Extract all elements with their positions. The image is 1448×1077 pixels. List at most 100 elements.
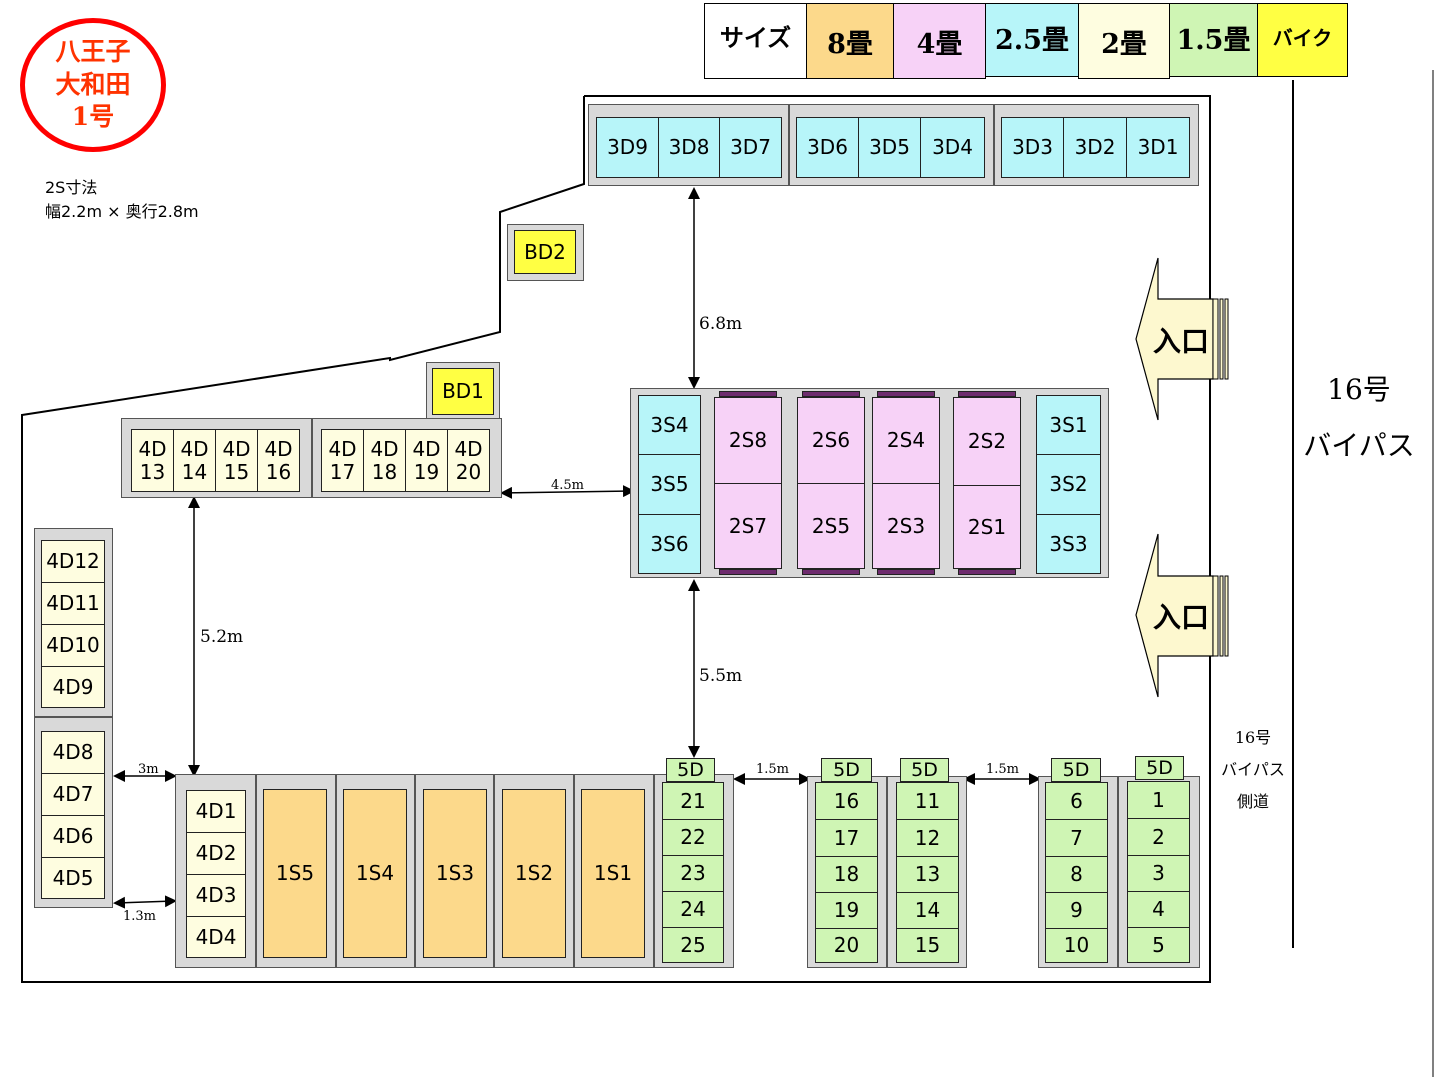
unit-4d3[interactable]: 4D3: [186, 874, 246, 917]
unit-5d15[interactable]: 15: [896, 928, 959, 963]
stamp-line2: 大和田: [55, 69, 131, 99]
unit-5d24[interactable]: 24: [662, 891, 724, 928]
unit-5d12[interactable]: 12: [896, 819, 959, 857]
unit-4d16-l2: 16: [265, 459, 292, 484]
unit-4d9[interactable]: 4D9: [41, 666, 105, 708]
unit-5d1[interactable]: 1: [1127, 781, 1190, 819]
unit-5d23[interactable]: 23: [662, 855, 724, 892]
unit-3s6[interactable]: 3S6: [638, 514, 701, 574]
unit-4d7[interactable]: 4D7: [41, 773, 105, 816]
unit-5d9[interactable]: 9: [1045, 892, 1108, 929]
unit-4d6[interactable]: 4D6: [41, 815, 105, 858]
unit-5d2[interactable]: 2: [1127, 818, 1190, 856]
side-road-line2: バイパス: [1221, 760, 1285, 779]
unit-1s4[interactable]: 1S4: [343, 789, 407, 958]
unit-bar: [877, 391, 935, 397]
unit-4d11[interactable]: 4D11: [41, 582, 105, 625]
unit-4d18-l2: 18: [371, 459, 398, 484]
unit-5d6[interactable]: 6: [1045, 782, 1108, 820]
unit-3d6[interactable]: 3D6: [796, 117, 859, 178]
road-label-line2: バイパス: [1303, 429, 1415, 462]
unit-4d12[interactable]: 4D12: [41, 540, 105, 583]
unit-5d10[interactable]: 10: [1045, 928, 1108, 963]
divider: [311, 418, 313, 498]
side-road-line3: 側道: [1236, 792, 1269, 811]
unit-2s4[interactable]: 2S4: [872, 397, 940, 484]
unit-bar: [719, 569, 777, 575]
block-center: [630, 388, 1109, 578]
unit-3d2[interactable]: 3D2: [1063, 117, 1127, 178]
entrance-label-2: 入口: [1152, 601, 1209, 634]
dim-label-45: 4.5m: [551, 478, 585, 493]
unit-5d11[interactable]: 11: [896, 782, 959, 820]
unit-3s4[interactable]: 3S4: [638, 395, 701, 455]
unit-1s1[interactable]: 1S1: [581, 789, 645, 958]
legend-title: サイズ: [704, 3, 807, 79]
unit-5d20[interactable]: 20: [815, 928, 878, 963]
unit-2s6[interactable]: 2S6: [797, 397, 865, 484]
unit-3s5[interactable]: 3S5: [638, 454, 701, 515]
unit-5d25[interactable]: 25: [662, 927, 724, 963]
unit-4d19-l2: 19: [413, 459, 440, 484]
unit-2s8[interactable]: 2S8: [714, 397, 782, 484]
unit-4d10[interactable]: 4D10: [41, 624, 105, 667]
unit-5d18[interactable]: 18: [815, 856, 878, 893]
unit-3d5[interactable]: 3D5: [858, 117, 921, 178]
dim-label-15b: 1.5m: [986, 762, 1020, 777]
unit-5d8[interactable]: 8: [1045, 856, 1108, 893]
unit-4d8[interactable]: 4D8: [41, 731, 105, 774]
unit-2s7[interactable]: 2S7: [714, 483, 782, 569]
unit-1s2[interactable]: 1S2: [502, 789, 566, 958]
unit-3s1[interactable]: 3S1: [1036, 395, 1101, 455]
unit-4d2[interactable]: 4D2: [186, 832, 246, 875]
unit-3s2[interactable]: 3S2: [1036, 454, 1101, 515]
divider: [653, 774, 655, 968]
unit-5d21[interactable]: 21: [662, 782, 724, 820]
unit-5d19[interactable]: 19: [815, 892, 878, 929]
unit-5d13[interactable]: 13: [896, 856, 959, 893]
divider: [34, 716, 113, 718]
unit-5d5[interactable]: 5: [1127, 927, 1190, 963]
unit-2s5[interactable]: 2S5: [797, 483, 865, 569]
unit-3d3[interactable]: 3D3: [1001, 117, 1064, 178]
unit-1s5[interactable]: 1S5: [263, 789, 327, 958]
entrance-arrow-1: [1135, 257, 1229, 421]
unit-3d9[interactable]: 3D9: [596, 117, 659, 178]
unit-2s3[interactable]: 2S3: [872, 483, 940, 569]
unit-bd2[interactable]: BD2: [514, 230, 576, 274]
unit-4d5[interactable]: 4D5: [41, 857, 105, 899]
unit-3d8[interactable]: 3D8: [658, 117, 720, 178]
unit-4d15-l1: 4D: [222, 436, 251, 461]
unit-bd1[interactable]: BD1: [432, 368, 494, 415]
unit-4d19-l1: 4D: [412, 436, 441, 461]
unit-3d4[interactable]: 3D4: [920, 117, 985, 178]
unit-4d1[interactable]: 4D1: [186, 790, 246, 833]
unit-4d4[interactable]: 4D4: [186, 916, 246, 958]
unit-5d14[interactable]: 14: [896, 892, 959, 929]
legend-2-5jo: 2.5畳: [985, 3, 1079, 77]
unit-5d16[interactable]: 16: [815, 782, 878, 820]
unit-3d1[interactable]: 3D1: [1126, 117, 1190, 178]
unit-5d3[interactable]: 3: [1127, 855, 1190, 892]
unit-4d14-l1: 4D: [180, 436, 209, 461]
unit-5d4[interactable]: 4: [1127, 891, 1190, 928]
unit-5d17[interactable]: 17: [815, 819, 878, 857]
unit-2s2[interactable]: 2S2: [953, 397, 1021, 486]
unit-5d22[interactable]: 22: [662, 819, 724, 856]
unit-1s3[interactable]: 1S3: [423, 789, 487, 958]
unit-5d7[interactable]: 7: [1045, 819, 1108, 857]
unit-3s3[interactable]: 3S3: [1036, 514, 1101, 574]
unit-2s1[interactable]: 2S1: [953, 485, 1021, 569]
unit-3d7[interactable]: 3D7: [719, 117, 782, 178]
unit-4d13-l1: 4D: [138, 436, 167, 461]
size-note: 2S寸法 幅2.2m × 奥行2.8m: [45, 176, 199, 224]
entrance-arrow-2: [1135, 533, 1229, 698]
